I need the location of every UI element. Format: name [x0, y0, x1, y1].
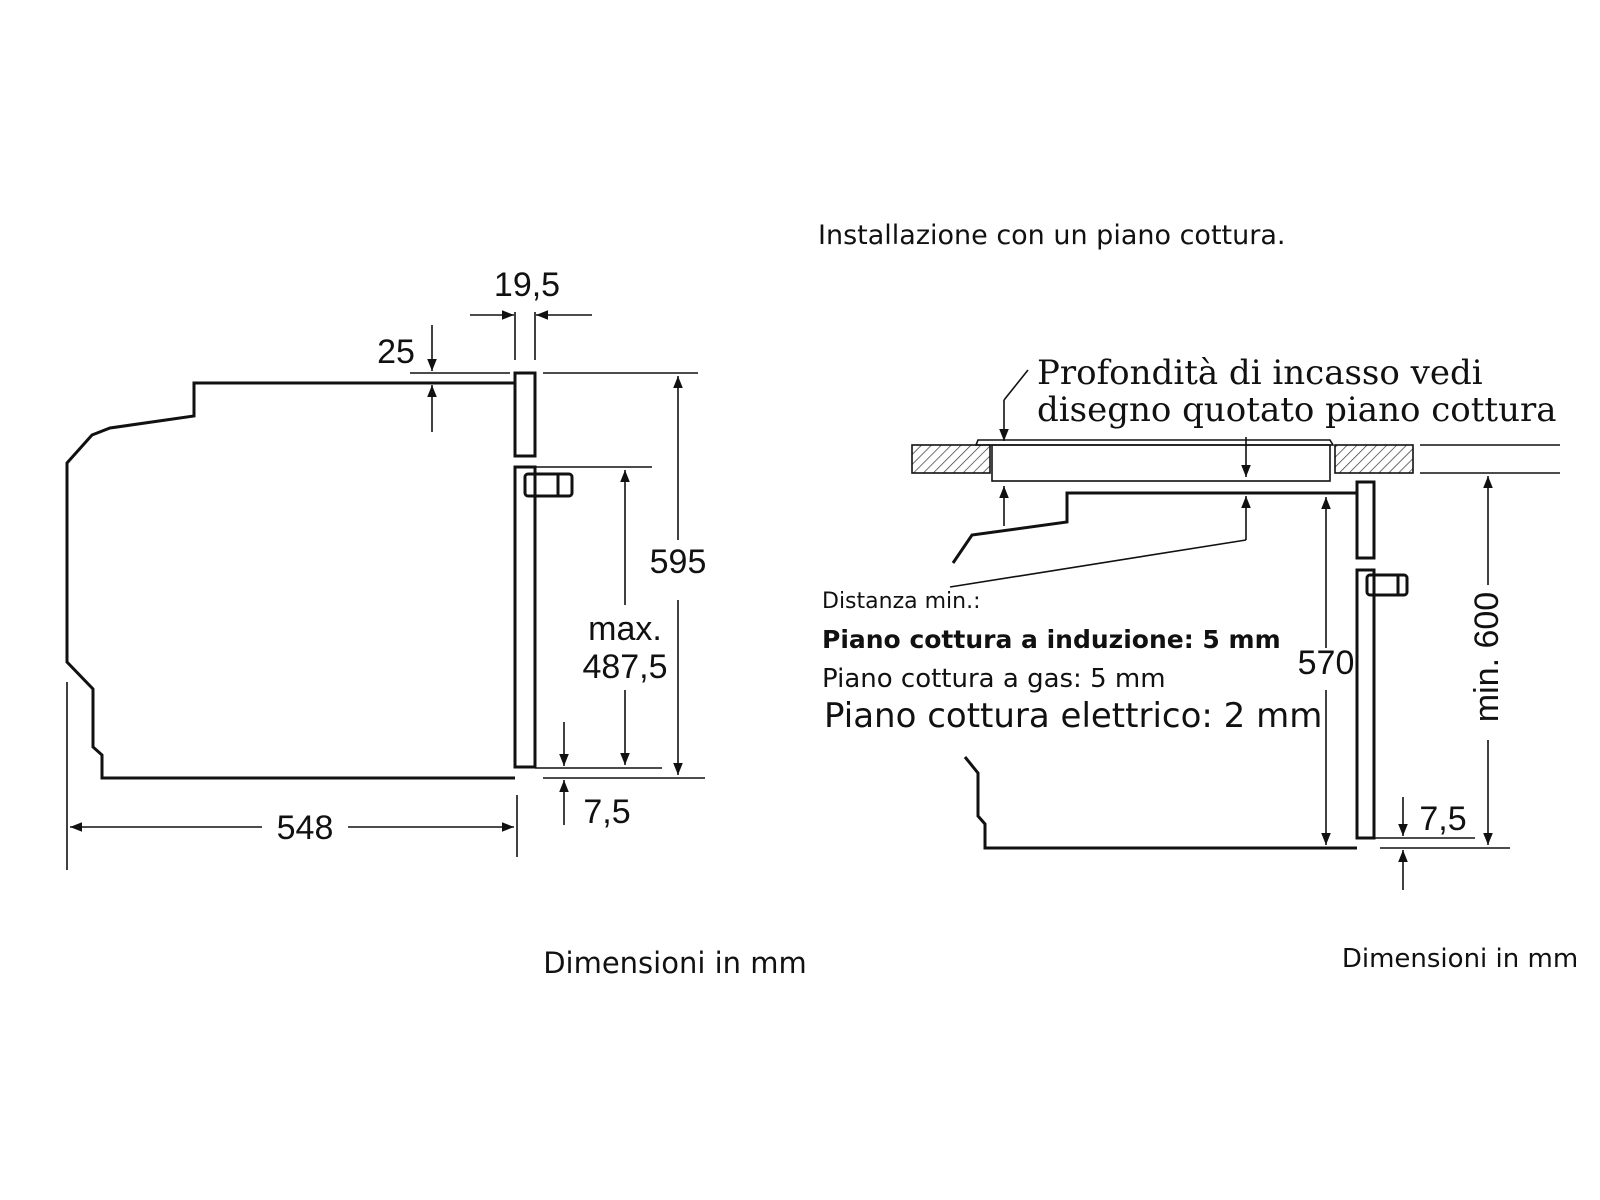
left-caption: Dimensioni in mm — [543, 946, 807, 980]
installation-title: Installazione con un piano cottura. — [818, 220, 1285, 251]
dim-bottom-offset-right: 7,5 — [1419, 800, 1466, 838]
distance-electric: Piano cottura elettrico: 2 mm — [824, 696, 1322, 736]
hob-note-line1: Profondità di incasso vedi — [1037, 353, 1483, 393]
dim-top-offset: 25 — [377, 333, 415, 371]
door-lower-panel — [513, 465, 537, 769]
dim-bottom-offset: 7,5 — [583, 793, 630, 831]
dim-max-label: max. — [588, 610, 662, 648]
door-handle-right — [1365, 573, 1409, 597]
worktop-left — [911, 444, 991, 474]
right-side-view: Installazione con un piano cottura. Prof… — [818, 220, 1578, 974]
door-top-panel — [513, 371, 537, 458]
right-caption: Dimensioni in mm — [1342, 944, 1578, 974]
hob-note-line2: disegno quotato piano cottura — [1037, 390, 1557, 430]
door-lower-panel-right — [1355, 568, 1376, 840]
distance-induction: Piano cottura a induzione: 5 mm — [822, 625, 1281, 654]
dim-height-right: 570 — [1298, 644, 1355, 682]
oven-outline-right — [951, 491, 1357, 564]
left-side-view: 19,5 25 595 max. 487,5 7,5 548 Dimension… — [65, 266, 807, 980]
dim-height: 595 — [650, 543, 707, 581]
hob-body — [991, 444, 1331, 482]
dim-top-gap: 19,5 — [494, 266, 560, 304]
worktop-right — [1334, 444, 1414, 474]
dim-depth: 548 — [277, 809, 334, 847]
door-top-panel-right — [1355, 480, 1376, 560]
dim-max-value: 487,5 — [582, 648, 667, 686]
door-handle — [523, 472, 574, 498]
distance-gas: Piano cottura a gas: 5 mm — [822, 664, 1166, 694]
distance-heading: Distanza min.: — [822, 589, 980, 614]
dim-niche: min. 600 — [1468, 592, 1506, 722]
oven-body-outline — [65, 381, 515, 780]
